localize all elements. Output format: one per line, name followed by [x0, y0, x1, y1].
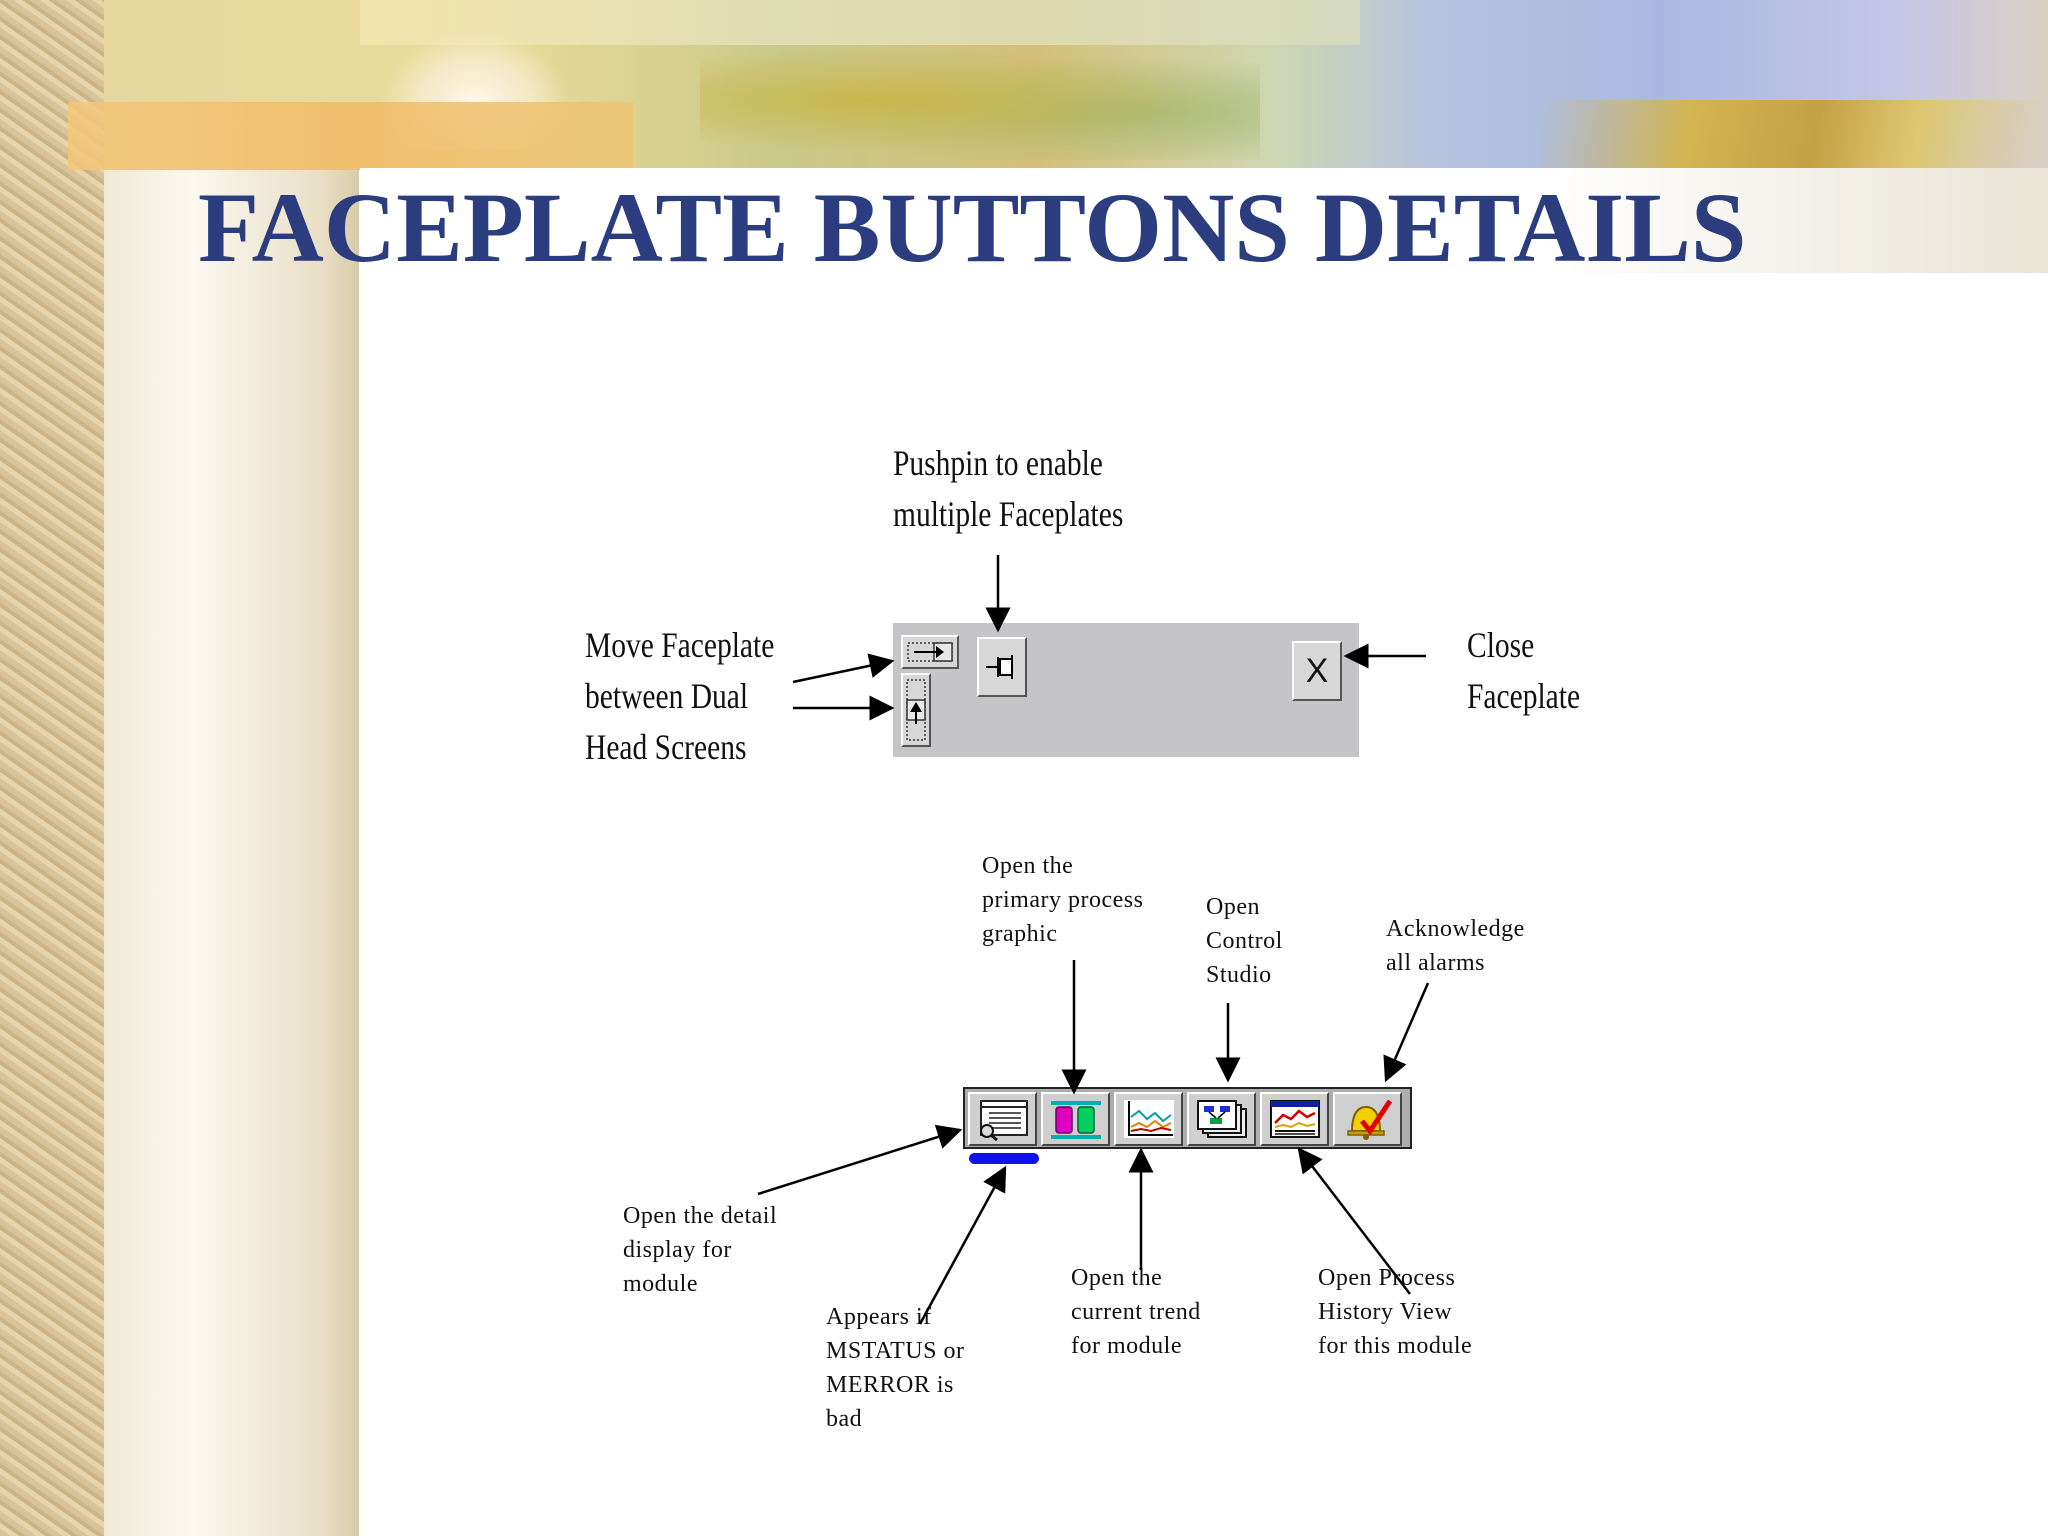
arrow-right-icon — [907, 642, 953, 662]
primary-graphic-button[interactable] — [1041, 1092, 1110, 1146]
detail-display-icon — [979, 1100, 1028, 1141]
acknowledge-alarms-label: Acknowledge all alarms — [1386, 916, 1525, 976]
mstatus-label: Appears if MSTATUS or MERROR is bad — [826, 1304, 965, 1432]
move-horizontal-arrow — [792, 653, 895, 684]
faceplate-title-bar: X — [893, 623, 1359, 757]
control-studio-label: Open Control Studio — [1206, 894, 1283, 988]
pushpin-button[interactable] — [977, 637, 1027, 697]
background-title-strip — [360, 168, 2048, 273]
close-faceplate-label: Close Faceplate — [1467, 625, 1581, 716]
background-gold-grass — [1540, 100, 2040, 170]
alarm-bell-check-icon — [1346, 1099, 1392, 1140]
status-bad-indicator — [969, 1153, 1039, 1164]
close-faceplate-button[interactable]: X — [1292, 641, 1342, 701]
history-view-button[interactable] — [1260, 1092, 1329, 1146]
acknowledge-alarms-button[interactable] — [1333, 1092, 1402, 1146]
detail-display-label: Open the detail display for module — [623, 1203, 778, 1297]
arrow-up-icon — [906, 679, 926, 741]
move-faceplate-label: Move Faceplate between Dual Head Screens — [585, 625, 775, 767]
pushpin-icon — [986, 655, 1013, 679]
acknowledge-arrow — [1383, 982, 1430, 1083]
control-studio-icon — [1196, 1100, 1247, 1138]
background-texture-left — [0, 0, 104, 1536]
background-foliage — [700, 40, 1260, 160]
faceplate-toolbar — [963, 1087, 1412, 1149]
move-faceplate-horizontal-button[interactable] — [901, 635, 959, 669]
background-column — [104, 170, 359, 1536]
process-graphic-icon — [1050, 1101, 1101, 1139]
pushpin-label: Pushpin to enable multiple Faceplates — [893, 443, 1124, 534]
current-trend-button[interactable] — [1114, 1092, 1183, 1146]
primary-graphic-label: Open the primary process graphic — [982, 853, 1144, 947]
control-studio-button[interactable] — [1187, 1092, 1256, 1146]
detail-display-button[interactable] — [968, 1092, 1037, 1146]
background-orange-stripe — [68, 102, 633, 170]
slide-title: FACEPLATE BUTTONS DETAILS — [198, 172, 1747, 283]
current-trend-label: Open the current trend for module — [1071, 1265, 1201, 1359]
history-view-label: Open Process History View for this modul… — [1318, 1265, 1473, 1359]
detail-display-arrow — [757, 1124, 963, 1196]
trend-chart-icon — [1123, 1100, 1174, 1138]
history-view-icon — [1269, 1100, 1320, 1138]
move-faceplate-vertical-button[interactable] — [901, 673, 931, 747]
